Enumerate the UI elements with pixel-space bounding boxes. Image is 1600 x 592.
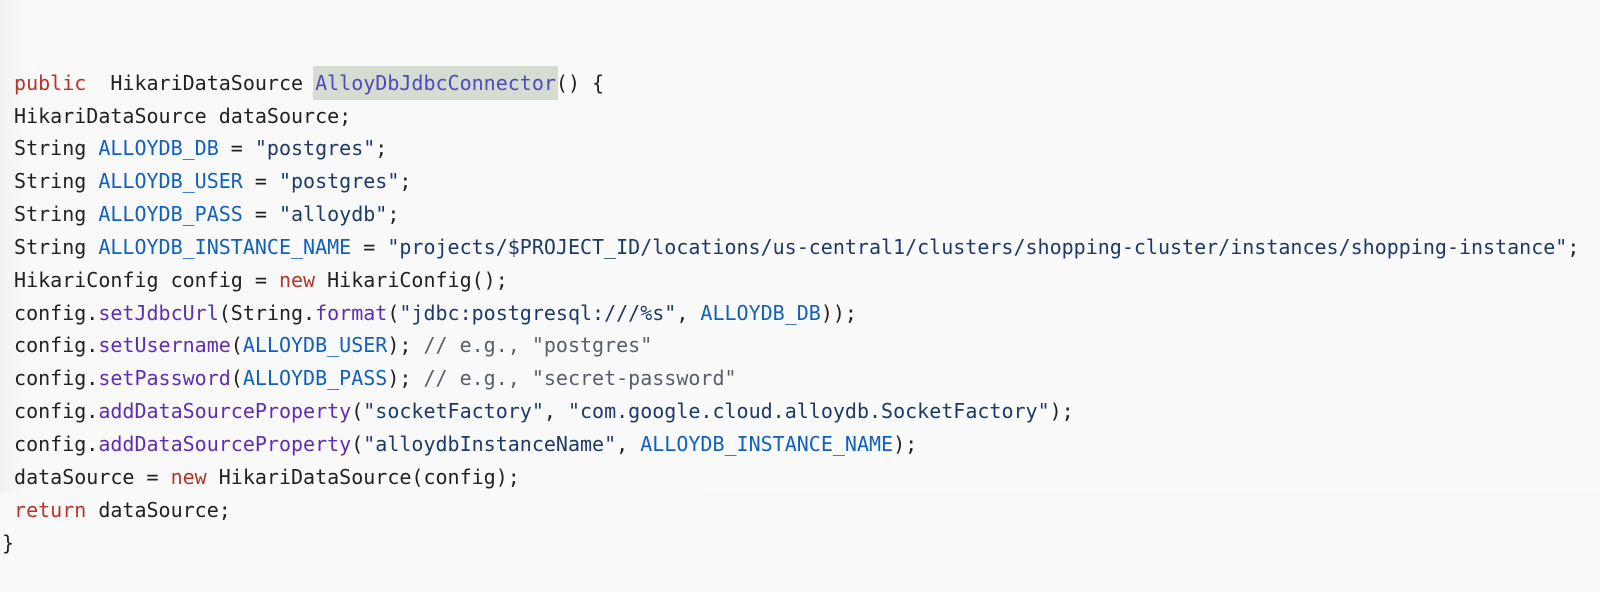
code-token-con: ALLOYDB_PASS <box>242 366 388 391</box>
code-token-pln: ( <box>230 366 243 391</box>
code-token-str: "postgres" <box>278 169 400 194</box>
code-token-pln: } <box>2 530 15 555</box>
code-token-pln: (String. <box>218 300 316 325</box>
code-token-pln: ( <box>351 431 364 456</box>
code-token-pln: config. <box>2 333 99 358</box>
code-token-pln: String <box>2 136 99 161</box>
code-line: String ALLOYDB_PASS = "alloydb"; <box>2 198 1600 231</box>
code-token-kwd: new <box>170 464 207 489</box>
code-token-pln: = <box>351 234 388 259</box>
code-line: String ALLOYDB_DB = "postgres"; <box>2 132 1600 165</box>
code-line: config.addDataSourceProperty("alloydbIns… <box>2 428 1600 461</box>
code-token-pln: ); <box>387 366 424 391</box>
code-token-pln: config. <box>2 366 99 391</box>
code-token-pln: , <box>543 399 568 424</box>
code-token-pln: HikariConfig config = <box>2 267 279 292</box>
code-token-pln: config. <box>2 399 99 424</box>
code-token-pln: String <box>2 202 99 227</box>
code-token-meth: setPassword <box>98 366 231 391</box>
code-line: } <box>2 527 1600 560</box>
code-token-meth: addDataSourceProperty <box>98 399 352 424</box>
code-token-kwd: public <box>14 70 87 95</box>
code-token-pln: , <box>616 431 641 456</box>
code-line: String ALLOYDB_USER = "postgres"; <box>2 165 1600 198</box>
code-token-pln <box>2 71 14 95</box>
code-token-com: // e.g., "postgres" <box>423 333 653 358</box>
code-token-pln: ; <box>1567 234 1580 259</box>
code-token-pln: = <box>242 169 279 194</box>
code-token-pln <box>2 498 14 522</box>
code-line: String ALLOYDB_INSTANCE_NAME = "projects… <box>2 231 1600 264</box>
code-token-pln: ; <box>399 169 412 194</box>
code-token-pln: ); <box>387 333 424 358</box>
code-token-con: ALLOYDB_PASS <box>98 202 243 227</box>
code-token-pln: ( <box>351 399 364 424</box>
code-token-pln: , <box>676 300 701 325</box>
code-token-kwd: new <box>278 267 316 292</box>
code-token-pln: = <box>242 202 279 227</box>
code-token-pln: ); <box>893 431 918 456</box>
code-line: config.setJdbcUrl(String.format("jdbc:po… <box>2 297 1600 330</box>
code-snippet: public HikariDataSource AlloyDbJdbcConne… <box>0 0 1600 555</box>
code-token-con: ALLOYDB_USER <box>98 169 243 194</box>
highlighted-method-name: AlloyDbJdbcConnector <box>313 65 558 100</box>
code-token-pln: ; <box>375 136 388 161</box>
code-line: config.setPassword(ALLOYDB_PASS); // e.g… <box>2 362 1600 395</box>
code-token-pln: HikariDataSource dataSource; <box>2 103 352 128</box>
code-lines-container: public HikariDataSource AlloyDbJdbcConne… <box>2 65 1600 560</box>
code-token-meth: setJdbcUrl <box>98 300 219 325</box>
code-token-pln: = <box>218 136 255 161</box>
code-token-pln: )); <box>820 300 857 325</box>
code-token-str: "socketFactory" <box>363 399 544 424</box>
code-token-kwd: return <box>14 497 87 522</box>
code-line: return dataSource; <box>2 494 1600 527</box>
code-token-str: "com.google.cloud.alloydb.SocketFactory" <box>567 399 1050 424</box>
code-token-pln: HikariDataSource(config); <box>206 464 520 489</box>
code-token-pln: config. <box>2 300 99 325</box>
code-token-pln: ( <box>387 300 400 325</box>
code-token-con: ALLOYDB_DB <box>700 300 821 325</box>
code-token-pln: dataSource = <box>2 464 171 489</box>
code-token-pln: () { <box>555 70 605 95</box>
code-token-pln: String <box>2 234 99 259</box>
code-line: config.setUsername(ALLOYDB_USER); // e.g… <box>2 329 1600 362</box>
code-token-pln: HikariConfig(); <box>315 267 508 292</box>
code-line: public HikariDataSource AlloyDbJdbcConne… <box>2 65 1600 100</box>
code-token-meth: format <box>315 300 388 325</box>
code-token-str: "alloydbInstanceName" <box>363 431 617 456</box>
code-token-str: "postgres" <box>254 136 376 161</box>
code-token-str: "alloydb" <box>278 202 388 227</box>
code-token-str: "projects/$PROJECT_ID/locations/us-centr… <box>387 234 1568 259</box>
code-token-pln: HikariDataSource <box>86 70 316 95</box>
code-token-con: ALLOYDB_DB <box>98 136 219 161</box>
code-token-com: // e.g., "secret-password" <box>423 366 737 391</box>
code-token-pln: ); <box>1049 399 1074 424</box>
code-token-pln: config. <box>2 431 99 456</box>
code-line: config.addDataSourceProperty("socketFact… <box>2 395 1600 428</box>
code-token-pln: String <box>2 169 99 194</box>
code-token-con: ALLOYDB_INSTANCE_NAME <box>98 234 352 259</box>
code-token-pln: ( <box>230 333 243 358</box>
code-token-con: ALLOYDB_USER <box>242 333 388 358</box>
code-line: dataSource = new HikariDataSource(config… <box>2 461 1600 494</box>
code-token-con: ALLOYDB_INSTANCE_NAME <box>640 431 894 456</box>
code-token-meth: addDataSourceProperty <box>98 431 352 456</box>
code-token-meth: setUsername <box>98 333 231 358</box>
code-line: HikariConfig config = new HikariConfig()… <box>2 264 1600 297</box>
code-token-pln: ; <box>387 202 400 227</box>
code-token-str: "jdbc:postgresql:///%s" <box>399 300 677 325</box>
code-token-pln: dataSource; <box>86 497 231 522</box>
code-line: HikariDataSource dataSource; <box>2 100 1600 133</box>
